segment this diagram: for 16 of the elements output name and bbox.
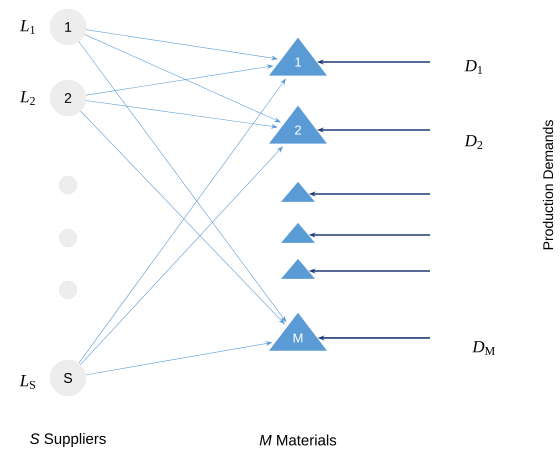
supplier-label: L$_{S}$ [20, 375, 36, 389]
supplier-label: L$_{2}$ [20, 91, 35, 105]
demand-label: D$_{1}$ [464, 60, 482, 74]
material-triangle: 2 [269, 106, 327, 144]
material-triangle [281, 222, 315, 243]
column-label: M Materials [260, 434, 336, 446]
demand-label: D$_{M}$ [472, 341, 495, 355]
material-triangle [281, 258, 315, 279]
material-triangle [281, 182, 315, 202]
supplier-label: L$_{1}$ [20, 20, 35, 34]
material-triangle: M [269, 312, 327, 351]
axis-label: Production Demands [542, 120, 554, 250]
supply-arrow [80, 110, 285, 324]
material-triangle: 1 [269, 38, 327, 76]
column-label: S Suppliers [30, 433, 106, 447]
demand-label: D$_{2}$ [464, 135, 482, 149]
